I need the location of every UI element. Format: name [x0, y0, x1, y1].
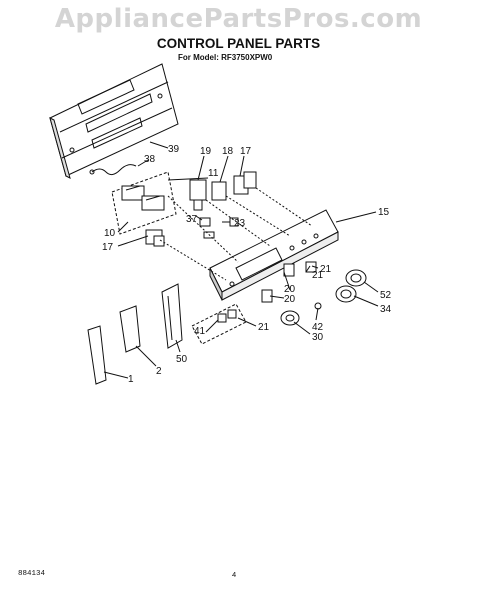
- callout-42: 42: [312, 322, 324, 333]
- callout-34: 34: [380, 304, 392, 315]
- guide-lines: [159, 187, 313, 281]
- callout-38: 38: [144, 154, 156, 165]
- callout-50: 50: [176, 354, 188, 365]
- part-38-wire: [89, 164, 137, 176]
- callout-23: 23: [234, 218, 246, 229]
- part-39-backguard: [49, 63, 179, 179]
- part-18-switch: [211, 181, 227, 201]
- callout-20: 20: [284, 284, 296, 295]
- callout-19: 19: [200, 146, 212, 157]
- callout-11: 11: [208, 168, 219, 179]
- watermark-logo: AppliancePartsPros.com: [54, 4, 423, 34]
- part-19-switch: [189, 179, 207, 211]
- part-2-endcap: [119, 305, 141, 353]
- callout-41: 41: [194, 326, 206, 337]
- part-41-assembly: [191, 303, 247, 345]
- callout-21: 21: [258, 322, 270, 333]
- callout-1: 1: [128, 374, 134, 385]
- part-37-23-clips: [199, 217, 239, 239]
- callout-17: 17: [240, 146, 252, 157]
- callout-20: 20: [284, 294, 296, 305]
- callout-30: 30: [312, 332, 324, 343]
- part-52-knob: [345, 269, 367, 287]
- callout-39: 39: [168, 144, 180, 155]
- callout-52: 52: [380, 290, 392, 301]
- part-17-switch-top: [233, 171, 257, 195]
- callout-17: 17: [102, 242, 114, 253]
- part-11-switch-assembly: [111, 171, 177, 235]
- part-17-switch-left: [145, 229, 165, 247]
- model-subtitle: For Model: RF3750XPW0: [178, 53, 273, 62]
- callout-21: 21: [312, 270, 324, 281]
- part-15-control-panel: [209, 209, 339, 301]
- part-34-knob: [335, 285, 357, 303]
- diagram-title: CONTROL PANEL PARTS: [156, 36, 321, 51]
- footer-doc-code: 884134: [18, 570, 46, 578]
- callout-2: 2: [156, 366, 162, 377]
- callout-18: 18: [222, 146, 234, 157]
- callout-15: 15: [378, 207, 390, 218]
- footer-page-number: 4: [232, 570, 237, 579]
- leader-lines: [103, 141, 379, 379]
- part-1-trim: [87, 325, 107, 385]
- callout-21: 21: [320, 264, 332, 275]
- part-30-knob: [280, 310, 300, 326]
- part-50-bracket: [161, 283, 183, 349]
- callout-37: 37: [186, 214, 198, 225]
- callout-10: 10: [104, 228, 116, 239]
